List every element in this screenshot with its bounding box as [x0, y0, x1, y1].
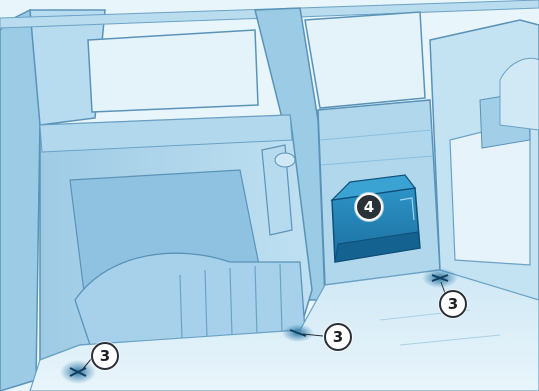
anchor-point-right	[422, 268, 458, 288]
callout-4-storage-compartment: 4	[355, 193, 383, 221]
callout-3-right-anchor: 3	[439, 290, 467, 318]
anchor-point-center	[282, 324, 314, 342]
anchor-point-left	[60, 360, 96, 384]
rear-side-window	[305, 12, 425, 108]
left-pillar	[0, 10, 40, 391]
callout-3-left-anchor: 3	[91, 342, 119, 370]
side-window	[88, 30, 258, 112]
callout-3-center-anchor: 3	[324, 323, 352, 351]
